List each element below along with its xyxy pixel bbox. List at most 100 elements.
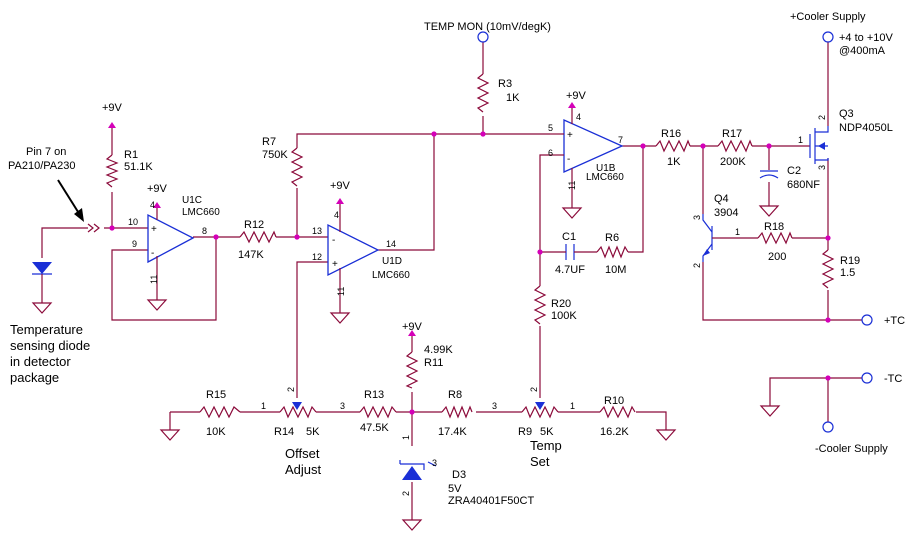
r8-ref: R8 bbox=[448, 389, 462, 401]
u1b-pin5: 5 bbox=[548, 123, 553, 133]
r12-value: 147K bbox=[238, 249, 264, 261]
resistor-r20 bbox=[533, 285, 547, 325]
c2-ref: C2 bbox=[787, 165, 801, 177]
svg-text:-: - bbox=[332, 235, 335, 246]
pin7-label-1: Pin 7 on bbox=[26, 146, 66, 158]
zener-d3 bbox=[399, 460, 437, 480]
d3-pin3: 3 bbox=[432, 458, 437, 468]
u1d-pin11: 11 bbox=[336, 287, 346, 296]
q3-ref: Q3 bbox=[839, 108, 854, 120]
mosfet-q3 bbox=[809, 126, 829, 164]
r6-ref: R6 bbox=[605, 232, 619, 244]
r20-ref: R20 bbox=[551, 298, 571, 310]
opamp-u1c: + - bbox=[147, 208, 195, 292]
offset-label-1: Offset bbox=[285, 446, 320, 461]
q3-pin3: 3 bbox=[817, 165, 827, 170]
diode-sensor bbox=[32, 262, 52, 295]
u1c-ref: U1C bbox=[182, 195, 202, 206]
r14-pin2: 2 bbox=[286, 387, 296, 392]
u1c-pin9: 9 bbox=[132, 239, 137, 249]
u1c-value: LMC660 bbox=[182, 207, 220, 218]
supply-range-label: +4 to +10V bbox=[839, 32, 893, 44]
d3-pin2: 2 bbox=[401, 491, 411, 496]
u1d-pin14: 14 bbox=[386, 239, 396, 249]
r14-value: 5K bbox=[306, 426, 320, 438]
resistors bbox=[105, 73, 835, 419]
d3-part: ZRA40401F50CT bbox=[448, 495, 534, 507]
q4-pin1: 1 bbox=[735, 227, 740, 237]
resistor-r15 bbox=[199, 405, 241, 419]
supply-current-label: @400mA bbox=[839, 45, 886, 57]
terminals bbox=[477, 31, 873, 433]
resistor-r19 bbox=[821, 249, 835, 289]
r6-value: 10M bbox=[605, 264, 626, 276]
q3-pin1: 1 bbox=[798, 135, 803, 145]
junctions bbox=[109, 131, 831, 415]
r16-ref: R16 bbox=[661, 128, 681, 140]
u1b-pin6: 6 bbox=[548, 148, 553, 158]
q3-value: NDP4050L bbox=[839, 122, 893, 134]
cooler-supply-neg-label: -Cooler Supply bbox=[815, 443, 888, 455]
pot-wipers bbox=[292, 402, 545, 410]
r17-value: 200K bbox=[720, 156, 746, 168]
r7-value: 750K bbox=[262, 149, 288, 161]
r14-ref: R14 bbox=[274, 426, 294, 438]
pin7-connector bbox=[87, 223, 100, 233]
sensor-label-1: Temperature bbox=[10, 322, 83, 337]
supply-9v-u1b: +9V bbox=[566, 90, 587, 102]
u1d-value: LMC660 bbox=[372, 270, 410, 281]
r11-ref: R11 bbox=[424, 357, 443, 369]
tempset-label-2: Set bbox=[530, 454, 550, 469]
labels: +Cooler Supply +4 to +10V @400mA TEMP MO… bbox=[8, 11, 905, 507]
wires bbox=[41, 42, 862, 512]
c1-value: 4.7UF bbox=[555, 264, 585, 276]
r7-ref: R7 bbox=[262, 136, 276, 148]
resistor-r10 bbox=[599, 405, 636, 419]
opamp-u1b: + - bbox=[550, 108, 624, 200]
r3-value: 1K bbox=[506, 92, 520, 104]
pin7-arrow bbox=[57, 179, 84, 222]
supply-9v-u1c: +9V bbox=[147, 183, 168, 195]
bjt-q4 bbox=[702, 214, 720, 262]
q4-pin2: 2 bbox=[692, 263, 702, 268]
c2-value: 680NF bbox=[787, 179, 820, 191]
offset-label-2: Adjust bbox=[285, 462, 322, 477]
u1b-pin4: 4 bbox=[576, 112, 581, 122]
u1c-pin4: 4 bbox=[150, 200, 155, 210]
sensor-label-4: package bbox=[10, 370, 59, 385]
opamp-u1d: - + bbox=[327, 204, 380, 305]
svg-text:+: + bbox=[151, 224, 157, 235]
r19-value: 1.5 bbox=[840, 267, 855, 279]
r13-ref: R13 bbox=[364, 389, 384, 401]
resistor-r6 bbox=[596, 245, 629, 259]
sensor-label-3: in detector bbox=[10, 354, 71, 369]
potentiometer-r14 bbox=[279, 405, 317, 419]
resistor-r16 bbox=[655, 139, 691, 153]
r13-value: 47.5K bbox=[360, 422, 389, 434]
resistor-r17 bbox=[717, 139, 753, 153]
r14-pin3: 3 bbox=[340, 401, 345, 411]
potentiometer-r9 bbox=[521, 405, 559, 419]
supply-9v-r11: +9V bbox=[402, 321, 423, 333]
r18-value: 200 bbox=[768, 251, 786, 263]
u1d-ref: U1D bbox=[382, 256, 402, 267]
q4-ref: Q4 bbox=[714, 193, 729, 205]
u1b-value: LMC660 bbox=[586, 172, 624, 183]
r11-value: 4.99K bbox=[424, 344, 453, 356]
supply-9v-r1: +9V bbox=[102, 102, 123, 114]
supply-markers bbox=[108, 102, 576, 336]
r15-ref: R15 bbox=[206, 389, 226, 401]
d3-value: 5V bbox=[448, 483, 462, 495]
resistor-r7 bbox=[290, 147, 304, 187]
c1-ref: C1 bbox=[562, 231, 576, 243]
r3-ref: R3 bbox=[498, 78, 512, 90]
u1c-pin10: 10 bbox=[128, 217, 138, 227]
u1d-pin12: 12 bbox=[312, 252, 322, 262]
r8-value: 17.4K bbox=[438, 426, 467, 438]
tempset-label-1: Temp bbox=[530, 438, 562, 453]
temp-mon-label: TEMP MON (10mV/degK) bbox=[424, 21, 551, 33]
r10-ref: R10 bbox=[604, 395, 624, 407]
r16-value: 1K bbox=[667, 156, 681, 168]
pin7-label-2: PA210/PA230 bbox=[8, 160, 75, 172]
